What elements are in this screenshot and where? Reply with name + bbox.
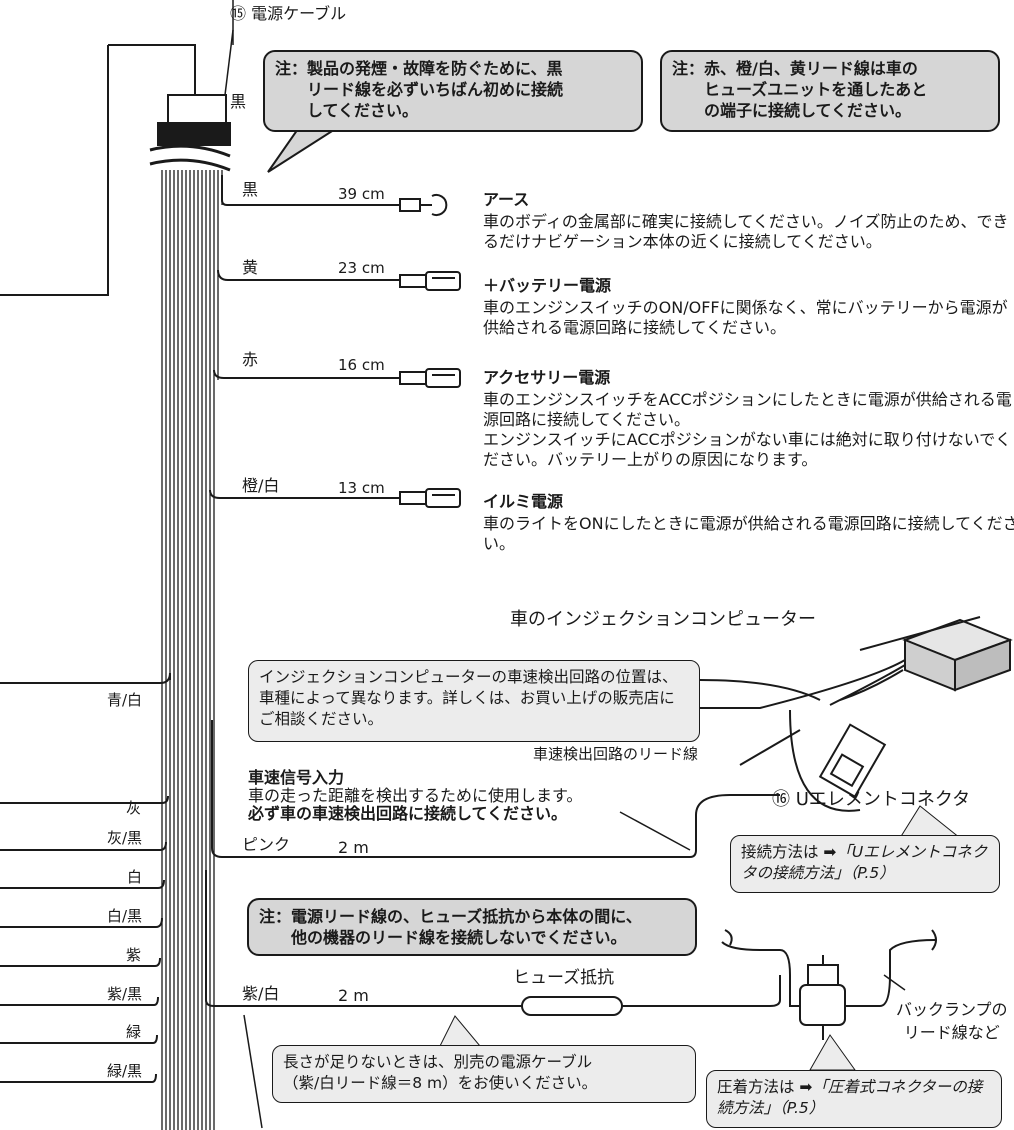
wire-color-label: 青/白 bbox=[107, 691, 143, 709]
lead-length: 23 cm bbox=[338, 259, 385, 277]
power-cable-connector bbox=[167, 94, 227, 124]
lead-length: 13 cm bbox=[338, 479, 385, 497]
lead-title: ＋バッテリー電源 bbox=[483, 276, 612, 295]
lead-color: 橙/白 bbox=[242, 476, 280, 495]
injection-computer-label: 車のインジェクションコンピューター bbox=[510, 609, 816, 630]
crimp-note-ref[interactable]: 「圧着式コネクターの接続方法」（P.5） bbox=[717, 1078, 983, 1117]
injection-note: インジェクションコンピューターの車速検出回路の位置は、車種によって異なります。詳… bbox=[248, 660, 700, 742]
lead-title: アクセサリー電源 bbox=[483, 368, 611, 387]
wire-color-label: 緑 bbox=[126, 1023, 142, 1041]
terminal-orange bbox=[399, 488, 461, 508]
crimp-note: 圧着方法は ➡「圧着式コネクターの接続方法」（P.5） bbox=[706, 1070, 1002, 1128]
lead-color: 赤 bbox=[242, 350, 259, 369]
u-connector-note-prefix: 接続方法は ➡ bbox=[741, 843, 837, 861]
fuse-resistor-label: ヒューズ抵抗 bbox=[513, 968, 615, 988]
wire-color-label: 紫/黒 bbox=[107, 985, 143, 1003]
wire-color-label: 白 bbox=[127, 868, 143, 886]
wire-color-label: 緑/黒 bbox=[107, 1062, 143, 1080]
pink-color: ピンク bbox=[242, 835, 291, 854]
length-note: 長さが足りないときは、別売の電源ケーブル （紫/白リード線＝8 m）をお使いくだ… bbox=[272, 1045, 696, 1103]
cable-bundle bbox=[161, 170, 223, 1130]
callout-fuse-unit: 注：赤、橙/白、黄リード線は車の ヒューズユニットを通したあと の端子に接続して… bbox=[660, 50, 1000, 132]
u-connector-note-ref[interactable]: 「Uエレメントコネクタの接続方法」（P.5） bbox=[741, 843, 988, 882]
lead-length: 16 cm bbox=[338, 356, 385, 374]
terminal-yellow bbox=[399, 271, 461, 291]
speed-description: 車の走った距離を検出するために使用します。 bbox=[248, 786, 583, 805]
callout-black-first: 注：製品の発煙・故障を防ぐために、黒 リード線を必ずいちばん初めに接続 してくだ… bbox=[263, 50, 643, 132]
main-harness-outline bbox=[108, 44, 196, 95]
back-lamp-label: バックランプの リード線など bbox=[896, 1000, 1008, 1042]
u-connector-note: 接続方法は ➡「Uエレメントコネクタの接続方法」（P.5） bbox=[730, 835, 1000, 893]
terminal-red bbox=[399, 368, 461, 388]
pink-length: 2 m bbox=[338, 838, 369, 857]
speed-lead-label: 車速検出回路のリード線 bbox=[533, 745, 699, 763]
lead-color: 黄 bbox=[242, 258, 259, 277]
speed-description-bold: 必ず車の車速検出回路に接続してください。 bbox=[248, 804, 568, 823]
lead-title: イルミ電源 bbox=[483, 492, 564, 511]
crimp-note-prefix: 圧着方法は ➡ bbox=[717, 1078, 813, 1096]
u-element-connector bbox=[818, 723, 887, 799]
crimp-connector bbox=[799, 984, 846, 1026]
wire-color-label: 灰 bbox=[126, 799, 142, 817]
lead-description: 車のボディの金属部に確実に接続してください。ノイズ防止のため、できるだけナビゲー… bbox=[483, 212, 1009, 251]
lead-title: アース bbox=[483, 190, 530, 209]
u-connector-label: ⑯ Uエレメントコネクタ bbox=[772, 789, 971, 810]
wire-color-label: 灰/黒 bbox=[107, 829, 143, 847]
wire-color-label: 白/黒 bbox=[107, 907, 143, 925]
lead-length: 39 cm bbox=[338, 185, 385, 203]
purple-white-color: 紫/白 bbox=[242, 984, 280, 1003]
wire-color-label: 紫 bbox=[126, 946, 142, 964]
top-color-label: 黒 bbox=[230, 92, 247, 111]
speed-title: 車速信号入力 bbox=[248, 768, 345, 787]
lead-description: 車のエンジンスイッチのON/OFFに関係なく、常にバッテリーから電源が供給される… bbox=[483, 298, 1008, 337]
callout-no-other-leads: 注：電源リード線の、ヒューズ抵抗から本体の間に、 他の機器のリード線を接続しない… bbox=[247, 898, 697, 956]
purple-white-length: 2 m bbox=[338, 986, 369, 1005]
lead-description: 車のライトをONにしたときに電源が供給される電源回路に接続してください。 bbox=[483, 514, 1014, 553]
fuse-resistor bbox=[521, 996, 623, 1016]
lead-description: 車のエンジンスイッチをACCポジションにしたときに電源が供給される電源回路に接続… bbox=[483, 390, 1012, 469]
power-cable-label: ⑮ 電源ケーブル bbox=[230, 4, 347, 23]
lead-color: 黒 bbox=[242, 180, 259, 199]
